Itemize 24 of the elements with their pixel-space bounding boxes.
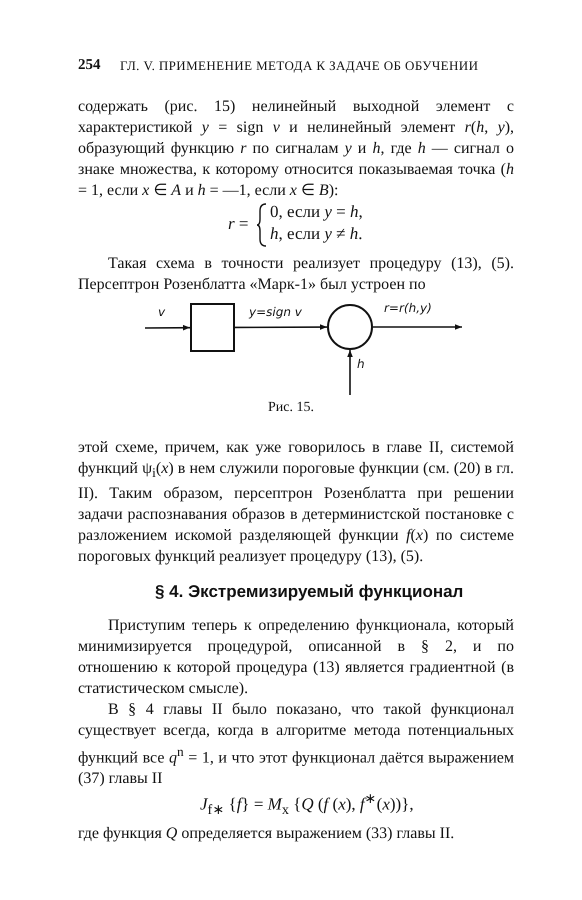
paragraph: Такая схема в точности реализует процедуру (13), (5). Персептрон Розенблатта «Марк-1» был устроен по — [78, 254, 514, 295]
paragraph: Приступим теперь к определению функционала, который минимизируется процедурой, описанной в § 2, и по отношению к которой процедура (13) является градиентной (в статистическом смысле). — [78, 616, 514, 699]
paragraph: где функция Q определяется выражением (33) главы II. — [78, 824, 456, 844]
running-head: ГЛ. V. ПРИМЕНЕНИЕ МЕТОДА К ЗАДАЧЕ ОБ ОБУЧЕНИИ — [120, 58, 478, 74]
block-box — [190, 303, 235, 352]
arrow — [347, 350, 353, 395]
edge-label: h — [357, 357, 365, 371]
paragraph: этой схеме, причем, как уже говорилось в главе II, системой функций ψ$_{i}$(x) в нем служили пороговые функции (см. (20) в гл. II). Таким образом, персептрон Розенблатта при решении задачи распознавания образов в детерминистской постановке с разложением искомой разделяющей функции f(x) по системе пороговых функций реализует процедуру (13), (5). — [78, 438, 514, 568]
edge-label: v — [158, 305, 166, 319]
paragraph: содержать (рис. 15) нелинейный выходной элемент с характеристикой y = sign v и нелинейный элемент r(h, y), образующий функцию r по сигналам y и h, где h — сигнал о знаке множества, к которому относится показываемая точка (h = 1, если x ∈ A и h = —1, если x ∈ B): — [78, 97, 514, 201]
edge-label: r=r(h,y) — [384, 301, 432, 315]
formula: 0, если y = h, — [270, 202, 363, 222]
arrow — [373, 324, 462, 330]
paragraph: В § 4 главы II было показано, что такой функционал существует всегда, когда в алгоритме метода потенциальных функций все q$^{n}$ = 1, и что этот функционал даётся выражением (37) главы II — [78, 700, 514, 790]
arrow — [145, 324, 190, 331]
section-heading: § 4. Экстремизируемый функционал — [155, 582, 464, 602]
figure-caption: Рис. 15. — [267, 400, 315, 416]
page-number: 254 — [78, 57, 100, 74]
summing-circle — [327, 304, 373, 350]
formula: r = — [228, 214, 248, 234]
edge-label: y=sign v — [249, 305, 302, 319]
formula: J$_{f∗}$ {f} = M$_{x}$ {Q (f (x), f$^{∗}$(x))}, — [200, 790, 414, 820]
formula: h, если y ≠ h. — [270, 224, 362, 244]
arrow — [235, 324, 327, 330]
